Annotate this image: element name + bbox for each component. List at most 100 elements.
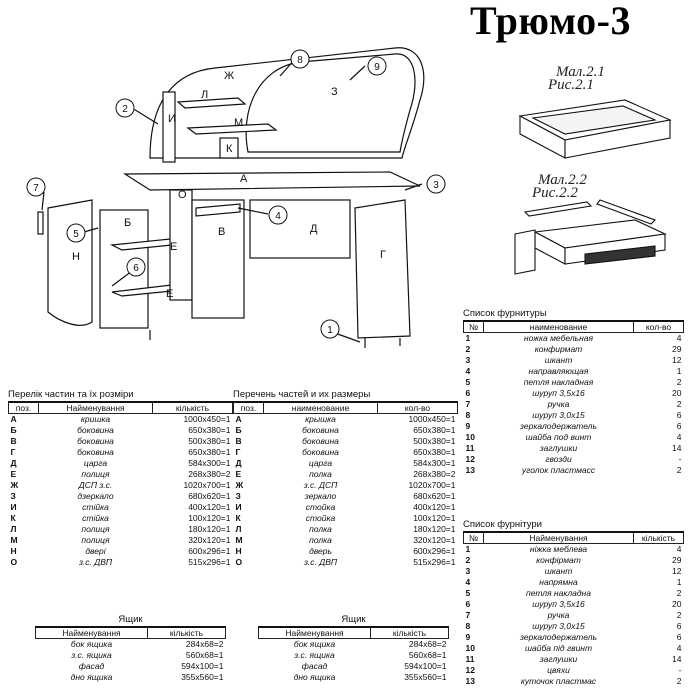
table-cell: 2 [676,588,682,598]
table-cell: боковина [77,447,114,457]
table-cell: 3 [465,355,471,365]
col-header-name: Найменування [35,626,148,639]
table-cell: царга [308,458,333,468]
fittings-table-ua: Список фурнітури № Найменування кількіст… [463,519,684,687]
table-cell: 1 [676,577,682,587]
table-cell: Д [235,458,242,468]
table-cell: 13 [465,676,475,686]
col-header-qty: кількість [152,401,233,414]
table-cell: 12 [672,566,682,576]
table-cell: 650х380=1 [413,425,456,435]
table-cell: 268х380=2 [413,469,456,479]
table-cell: М [235,535,243,545]
table-cell: напрямна [539,577,578,587]
table-cell: бок ящика [293,639,336,650]
table-cell: 29 [672,344,682,354]
table-cell: шайба під гвинт [524,643,593,653]
table-cell: уголок пластмасс [521,465,596,475]
callout-9: 9 [374,62,380,73]
col-header-name: Найменування [38,401,153,414]
table-cell: 2 [465,555,471,565]
table-cell: 9 [465,421,471,431]
table-cell: 6 [465,388,471,398]
assembly-drawing: Ж З Л И М К А О Б В Д Г Е Е Н 2 8 9 3 [26,47,446,348]
table-cell: 4 [676,643,682,653]
label-v: В [218,226,225,238]
table-cell: двері [85,546,106,556]
table-cell: 600х296=1 [413,546,456,556]
table-cell: шуруп 3,0х15 [532,410,585,420]
fig2-caption-1: Мал.2.2 [538,172,587,188]
table-cell: В [235,436,242,446]
table-cell: О [235,557,243,567]
table-cell: ручка [547,399,570,409]
table-cell: Л [235,524,242,534]
table-cell: 6 [676,632,682,642]
table-cell: з.с. ДВП [78,557,113,567]
table-cell: стійка [82,513,109,523]
table-cell: О [10,557,18,567]
table-cell: Е [235,469,242,479]
drawer-left-caption: Ящик [118,614,143,625]
label-e2: Е [166,288,173,300]
table-cell: 12 [672,355,682,365]
table-cell: А [235,414,242,425]
table-cell: ДСП з.с. [78,480,113,490]
table-cell: 284х68=2 [185,639,224,650]
table-cell: 500х380=1 [188,436,231,446]
col-header-name: наименование [263,401,378,414]
callout-3: 3 [433,180,439,191]
table-cell: шуруп 3,0х15 [532,621,585,631]
table-cell: 594х100=1 [404,661,447,671]
table-cell: 4 [465,366,471,376]
table-cell: 2 [676,610,682,620]
table-cell: боковина [77,436,114,446]
table-cell: И [10,502,17,512]
drawer-figure-2-2 [514,199,667,275]
callout-7: 7 [33,183,39,194]
col-header-pos: поз. [233,401,264,414]
col-header-qty: кількість [633,531,684,544]
table-cell: зеркалодержатель [520,632,597,642]
table-cell: 680х620=1 [188,491,231,501]
table-cell: 5 [465,588,471,598]
table-cell: Б [235,425,242,435]
table-cell: 100х120=1 [413,513,456,523]
table-cell: 4 [676,544,682,555]
table-cell: 6 [676,621,682,631]
table-cell: боковина [302,447,339,457]
label-m: М [234,117,243,129]
table-cell: - [678,665,682,675]
table-cell: 584х300=1 [188,458,231,468]
fittings-ru-caption: Список фурнитуры [463,308,547,319]
fig1-caption-1: Мал.2.1 [556,64,605,80]
table-cell: Б [10,425,17,435]
table-cell: Г [10,447,16,457]
table-cell: Л [10,524,17,534]
table-cell: 2 [465,344,471,354]
table-cell: 650х380=1 [188,425,231,435]
table-cell: 320х120=1 [413,535,456,545]
table-cell: 29 [672,555,682,565]
